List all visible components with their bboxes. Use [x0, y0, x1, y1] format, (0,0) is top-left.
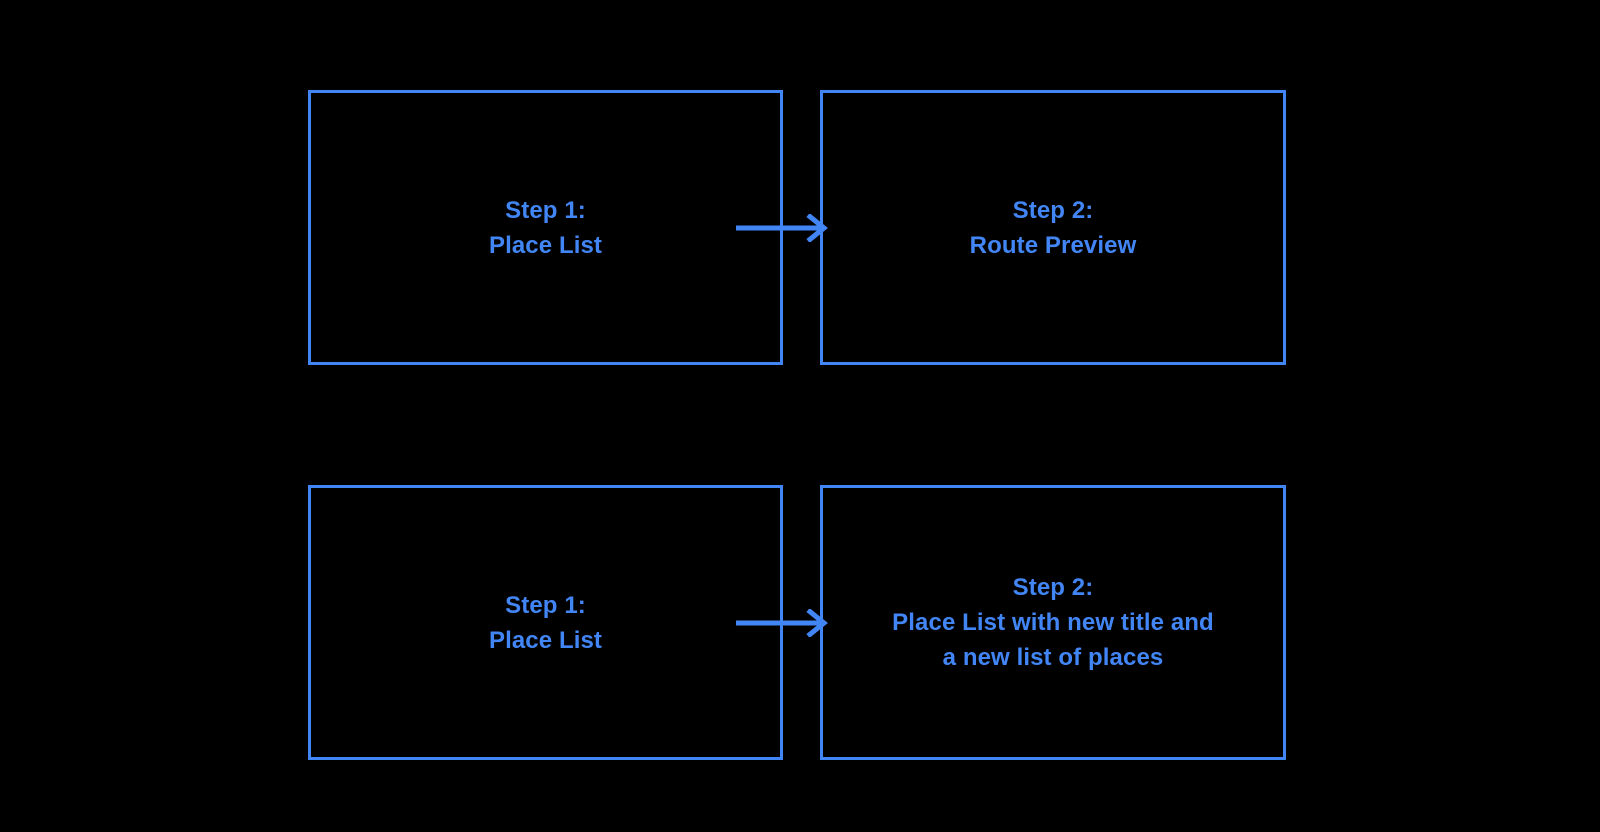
- step-box-top-step2[interactable]: Step 2: Route Preview: [820, 90, 1286, 365]
- step-box-bottom-step2[interactable]: Step 2: Place List with new title and a …: [820, 485, 1286, 760]
- step-box-label: Step 2: Route Preview: [969, 196, 1137, 259]
- step-box-label: Step 2: Place List with new title and a …: [892, 574, 1214, 671]
- step-box-top-step1[interactable]: Step 1: Place List: [308, 90, 783, 365]
- flow-row-new-place-list: Step 1: Place List Step 2: Place List wi…: [0, 485, 1600, 760]
- step-box-bottom-step1[interactable]: Step 1: Place List: [308, 485, 783, 760]
- step-box-label: Step 1: Place List: [488, 196, 603, 259]
- flow-row-route-preview: Step 1: Place List Step 2: Route Preview: [0, 90, 1600, 365]
- step-box-label: Step 1: Place List: [488, 591, 603, 654]
